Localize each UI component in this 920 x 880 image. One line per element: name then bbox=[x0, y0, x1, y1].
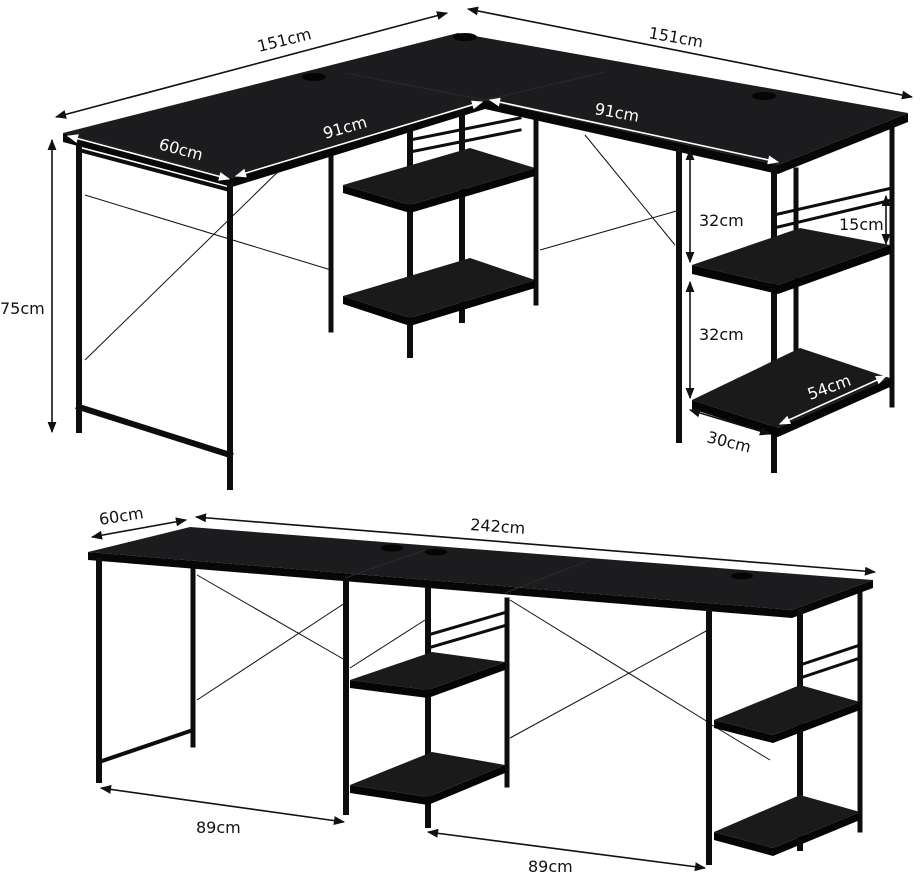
l-desk-dimension-lines bbox=[47, 6, 914, 436]
l-desk-left-frame bbox=[75, 139, 234, 490]
straight-desk: 60cm 242cm 89cm 89cm bbox=[88, 503, 877, 876]
label-15cm-top-shelf: 15cm bbox=[839, 215, 884, 234]
l-desk-middle-shelf-unit bbox=[343, 109, 535, 358]
label-30cm-shelf-depth: 30cm bbox=[705, 427, 753, 456]
label-89cm-left: 89cm bbox=[196, 818, 241, 837]
straight-desk-back-frame bbox=[190, 565, 863, 833]
label-151cm-right: 151cm bbox=[647, 23, 704, 51]
straight-desk-middle-shelf-unit bbox=[343, 579, 509, 828]
label-242cm-width: 242cm bbox=[470, 515, 526, 538]
label-32cm-lower: 32cm bbox=[699, 325, 744, 344]
straight-desk-right-shelf-unit bbox=[706, 609, 862, 865]
label-60cm-depth-straight: 60cm bbox=[98, 503, 145, 529]
straight-desk-dimension-lines bbox=[90, 513, 877, 872]
label-75cm-height: 75cm bbox=[0, 299, 45, 318]
straight-desk-left-frame bbox=[96, 557, 196, 783]
label-89cm-right: 89cm bbox=[528, 857, 573, 876]
l-shaped-desk: 151cm 151cm 60cm 91cm 91cm 75cm 32cm 32c… bbox=[0, 6, 914, 490]
label-32cm-upper: 32cm bbox=[699, 211, 744, 230]
